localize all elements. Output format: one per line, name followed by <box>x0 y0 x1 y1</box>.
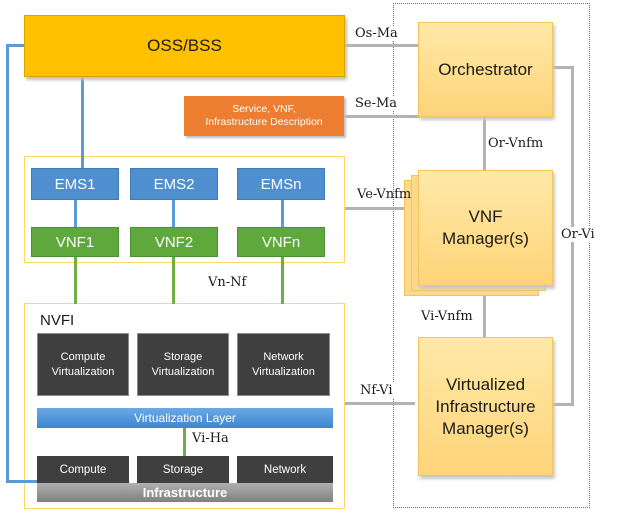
network-hardware-box: Network <box>237 456 333 483</box>
vnf2-label: VNF2 <box>154 233 194 251</box>
compute-hardware-box: Compute <box>37 456 129 483</box>
vnfn-nfvi-line <box>281 257 284 304</box>
infrastructure-label: Infrastructure <box>142 485 228 500</box>
storage-hardware-box: Storage <box>137 456 229 483</box>
vn-nf-label: Vn-Nf <box>207 275 248 290</box>
or-vnfm-label: Or-Vnfm <box>487 136 545 151</box>
oss-infra-line-vertical <box>6 44 9 483</box>
virtualization-layer-bar: Virtualization Layer <box>37 408 333 428</box>
vnf1-nfvi-line <box>74 257 77 304</box>
service-description-box: Service, VNF, Infrastructure Description <box>184 96 344 136</box>
se-ma-line <box>344 115 420 118</box>
oss-ems-line <box>81 77 84 168</box>
mano-domain-frame <box>393 3 590 508</box>
nf-vi-label: Nf-Vi <box>359 383 394 398</box>
ve-vnfm-label: Ve-Vnfm <box>357 187 412 202</box>
emsn-label: EMSn <box>260 175 302 193</box>
storage-virtualization-box: Storage Virtualization <box>137 333 229 396</box>
vi-vnfm-line <box>483 296 486 338</box>
ems1-label: EMS1 <box>54 175 96 193</box>
vnf2-box: VNF2 <box>130 227 218 257</box>
storage-hardware-label: Storage <box>162 463 204 476</box>
or-vi-label: Or-Vi <box>560 227 596 242</box>
or-vi-line-top <box>553 66 573 69</box>
nf-vi-line <box>345 402 415 405</box>
ems2-label: EMS2 <box>153 175 195 193</box>
vnf-manager-box: VNF Manager(s) <box>418 170 553 286</box>
oss-infra-line-bottom <box>6 480 38 483</box>
vnf-manager-label: VNF Manager(s) <box>442 207 529 248</box>
or-vi-line-bottom <box>553 403 574 406</box>
compute-virtualization-box: Compute Virtualization <box>37 333 129 396</box>
compute-hardware-label: Compute <box>59 463 107 476</box>
vi-vnfm-label: Vi-Vnfm <box>421 309 473 324</box>
vnf-layer-frame <box>24 156 345 263</box>
ems2-vnf2-line <box>172 200 175 227</box>
ems1-box: EMS1 <box>31 168 119 200</box>
vi-ha-label: Vi-Ha <box>192 431 229 446</box>
emsn-vnfn-line <box>281 200 284 227</box>
se-ma-label: Se-Ma <box>354 96 399 111</box>
vim-box: Virtualized Infrastructure Manager(s) <box>418 337 553 476</box>
infrastructure-bar: Infrastructure <box>37 483 333 502</box>
ems1-vnf1-line <box>74 200 77 227</box>
vnfn-label: VNFn <box>261 233 301 251</box>
oss-bss-box: OSS/BSS <box>24 15 345 77</box>
nfvi-frame <box>24 303 345 509</box>
or-vnfm-line <box>483 118 486 172</box>
vnf2-nfvi-line <box>172 257 175 304</box>
compute-virtualization-label: Compute Virtualization <box>51 350 115 378</box>
ve-vnfm-line <box>345 207 407 210</box>
vim-label: Virtualized Infrastructure Manager(s) <box>435 374 536 438</box>
oss-bss-label: OSS/BSS <box>147 36 222 55</box>
vi-ha-line <box>183 428 186 456</box>
service-description-label: Service, VNF, Infrastructure Description <box>205 103 323 128</box>
nfvi-title: NVFI <box>40 312 75 329</box>
network-virtualization-label: Network Virtualization <box>252 350 315 378</box>
network-hardware-label: Network <box>263 463 307 476</box>
virtualization-layer-label: Virtualization Layer <box>134 411 236 425</box>
vnf1-box: VNF1 <box>31 227 119 257</box>
orchestrator-label: Orchestrator <box>438 59 533 79</box>
ems2-box: EMS2 <box>130 168 218 200</box>
os-ma-line <box>345 44 420 47</box>
orchestrator-box: Orchestrator <box>418 22 553 117</box>
os-ma-label: Os-Ma <box>354 26 399 41</box>
storage-virtualization-label: Storage Virtualization <box>151 350 215 378</box>
oss-infra-line-top <box>6 44 25 47</box>
emsn-box: EMSn <box>237 168 325 200</box>
vnf1-label: VNF1 <box>55 233 95 251</box>
vnfn-box: VNFn <box>237 227 325 257</box>
network-virtualization-box: Network Virtualization <box>237 333 330 396</box>
